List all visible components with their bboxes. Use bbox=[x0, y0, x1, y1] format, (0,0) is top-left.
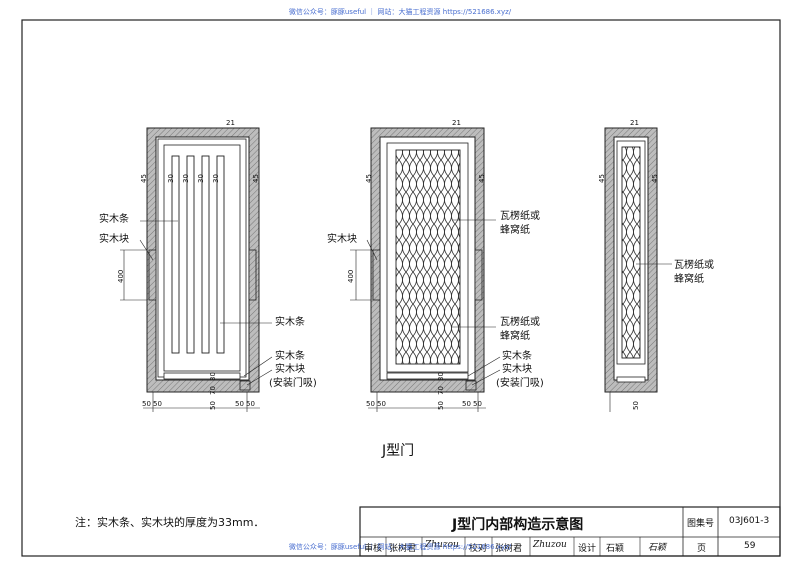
watermark-top: 微信公众号：豚豚useful ｜ 网站：大猫工程资源 https://52168… bbox=[288, 8, 512, 16]
door-b-side-dim-right: 45 bbox=[478, 174, 486, 183]
door-a-label-wood-strip-3: 实木条 bbox=[275, 351, 305, 362]
door-a-label-door-stop: (安装门吸) bbox=[269, 378, 317, 389]
door-b-bottom-block bbox=[465, 380, 477, 391]
door-a-bottom-rail bbox=[163, 372, 241, 380]
page-label: 页 bbox=[697, 544, 707, 554]
door-b-vert-dim-30: 30 bbox=[437, 372, 445, 381]
door-c-side-dim-left: 45 bbox=[598, 174, 606, 183]
door-a-rail-dim-2: 30 bbox=[182, 174, 190, 183]
door-b-label-wood-block: 实木块 bbox=[327, 234, 357, 245]
figure-caption: J型门 bbox=[382, 443, 415, 459]
door-b-side-dim-left: 45 bbox=[365, 174, 373, 183]
door-a-block-right bbox=[248, 249, 257, 301]
design-signature: 石颖 bbox=[648, 543, 667, 553]
door-b-bottom-dim-1: 50 bbox=[366, 400, 375, 408]
door-b-vert-dim-70: 70 bbox=[437, 386, 445, 395]
door-c-top-dim: 21 bbox=[630, 119, 639, 127]
door-b-label-paper-2a: 瓦楞纸或 bbox=[500, 317, 540, 328]
door-a-side-dim-right: 45 bbox=[252, 174, 260, 183]
door-c-honeycomb bbox=[621, 146, 641, 359]
door-b-label-door-stop: (安装门吸) bbox=[496, 378, 544, 389]
door-a-rail-4 bbox=[216, 155, 225, 354]
title-block bbox=[359, 506, 781, 557]
door-b-height-dim: 400 bbox=[347, 269, 355, 283]
door-a-height-dim: 400 bbox=[117, 269, 125, 283]
design-label: 设计 bbox=[578, 544, 597, 554]
atlas-number: 03J601-3 bbox=[729, 516, 770, 526]
door-b-honeycomb bbox=[395, 149, 461, 365]
door-a-bottom-dim-3: 50 bbox=[209, 401, 217, 410]
door-b-label-paper-1a: 瓦楞纸或 bbox=[500, 211, 540, 222]
door-c-side-dim-right: 45 bbox=[651, 174, 659, 183]
door-a-side-dim-left: 45 bbox=[140, 174, 148, 183]
door-a-bottom-dim-1: 50 bbox=[142, 400, 151, 408]
door-a-rail-3 bbox=[201, 155, 210, 354]
design-name: 石颖 bbox=[606, 544, 625, 554]
door-a-label-wood-strip-1: 实木条 bbox=[99, 214, 129, 225]
door-b-bottom-dim-4: 50 bbox=[462, 400, 471, 408]
watermark-bottom: 微信公众号：豚豚useful ｜ 网站：大猫工程资源 https://52168… bbox=[288, 543, 512, 551]
door-a-block-left bbox=[148, 249, 157, 301]
door-b-bottom-rail bbox=[386, 372, 469, 380]
thickness-note: 注：实木条、实木块的厚度为33mm． bbox=[75, 516, 265, 529]
door-a-top-dim: 21 bbox=[226, 119, 235, 127]
door-a-rail-2 bbox=[186, 155, 195, 354]
door-b-block-left bbox=[372, 249, 381, 301]
door-a-rail-dim-4: 30 bbox=[212, 174, 220, 183]
door-b-label-wood-block-2: 实木块 bbox=[502, 364, 532, 375]
atlas-label: 图集号 bbox=[687, 519, 715, 529]
door-c-label-paper-a: 瓦楞纸或 bbox=[674, 260, 714, 271]
door-a-bottom-dim-2: 50 bbox=[153, 400, 162, 408]
door-b-top-dim: 21 bbox=[452, 119, 461, 127]
door-a-bottom-dim-4: 50 bbox=[235, 400, 244, 408]
drawing-title: J型门内部构造示意图 bbox=[452, 517, 584, 533]
door-a-label-wood-block: 实木块 bbox=[99, 234, 129, 245]
page-number: 59 bbox=[744, 541, 756, 551]
door-a-rail-1 bbox=[171, 155, 180, 354]
door-b-label-wood-strip: 实木条 bbox=[502, 351, 532, 362]
check-label: 校对 bbox=[469, 544, 488, 554]
door-c-bottom-dim: 50 bbox=[632, 401, 640, 410]
door-b-label-paper-1b: 蜂窝纸 bbox=[500, 225, 530, 236]
door-a-bottom-dim-5: 50 bbox=[246, 400, 255, 408]
door-a-vert-dim-70: 70 bbox=[209, 386, 217, 395]
door-b bbox=[350, 127, 501, 412]
check-signature: Zhuzou bbox=[533, 540, 567, 550]
door-a-label-wood-strip-2: 实木条 bbox=[275, 317, 305, 328]
door-a bbox=[120, 127, 273, 412]
door-b-block-right bbox=[474, 249, 483, 301]
door-a-rail-dim-1: 30 bbox=[167, 174, 175, 183]
door-c bbox=[604, 127, 672, 412]
door-b-bottom-dim-2: 50 bbox=[377, 400, 386, 408]
door-b-label-paper-2b: 蜂窝纸 bbox=[500, 331, 530, 342]
check-name: 张树君 bbox=[495, 544, 523, 554]
door-b-bottom-dim-3: 50 bbox=[437, 401, 445, 410]
door-a-vert-dim-30: 30 bbox=[209, 372, 217, 381]
door-b-bottom-dim-5: 50 bbox=[473, 400, 482, 408]
review-name: 张树君 bbox=[389, 544, 417, 554]
door-c-bottom-rail bbox=[616, 376, 646, 383]
review-label: 审核 bbox=[364, 544, 383, 554]
review-signature: Zhuzou bbox=[425, 540, 459, 550]
door-a-label-wood-block-2: 实木块 bbox=[275, 364, 305, 375]
door-c-label-paper-b: 蜂窝纸 bbox=[674, 274, 704, 285]
door-a-rail-dim-3: 30 bbox=[197, 174, 205, 183]
door-a-bottom-block bbox=[239, 380, 251, 391]
